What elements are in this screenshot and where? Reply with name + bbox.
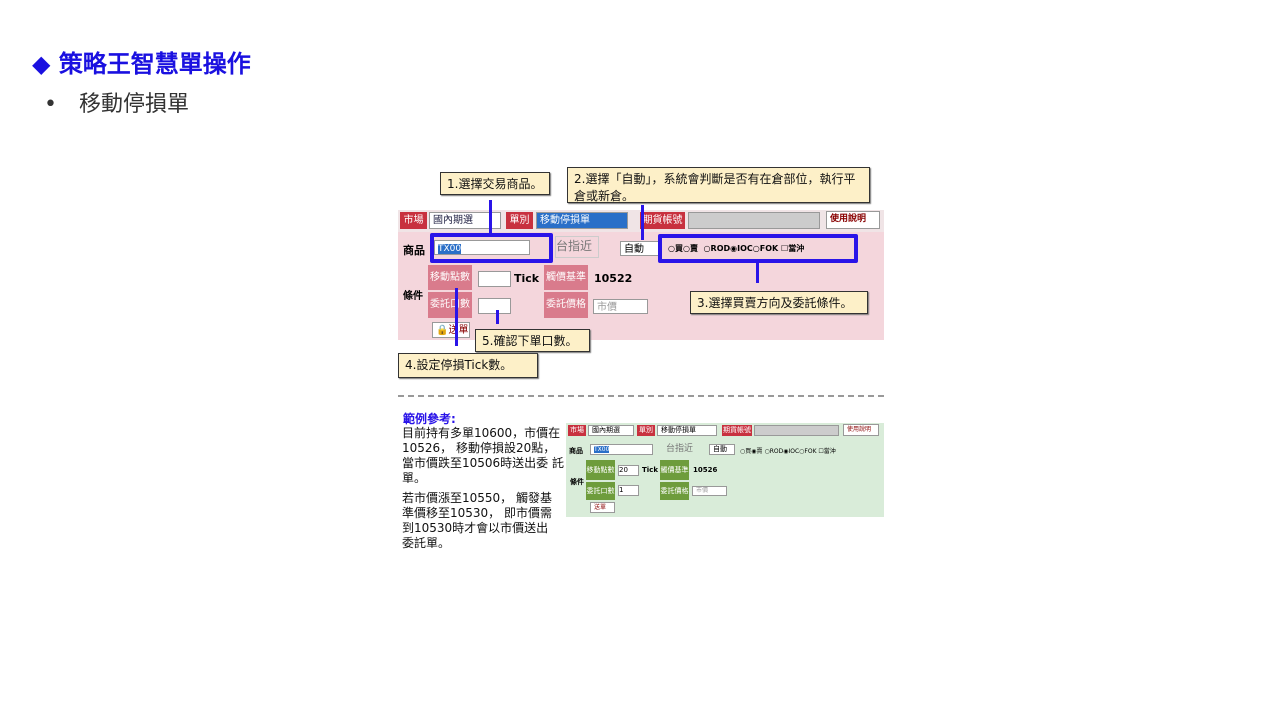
ex-product-input[interactable]: TX00 — [590, 444, 653, 455]
ex-move-points-input[interactable]: 20 — [618, 465, 639, 476]
tick-unit: Tick — [514, 272, 540, 285]
bullet-item: •移動停損單 — [44, 92, 189, 117]
highlight-direction — [658, 234, 858, 263]
ex-tick-unit: Tick — [642, 466, 658, 474]
ex-type-select[interactable]: 移動停損單 — [657, 425, 717, 436]
trigger-value: 10522 — [594, 272, 633, 285]
ex-price-select[interactable]: 市價 — [692, 486, 727, 496]
divider — [398, 395, 884, 397]
price-label: 委託價格 — [544, 292, 588, 318]
ex-qty-label: 委託口數 — [586, 482, 615, 500]
direction-options[interactable]: ○買○賣 ○ROD◉IOC○FOK ☐當沖 — [668, 244, 805, 253]
ex-product-name: 台指近 — [666, 444, 694, 454]
market-label: 市場 — [400, 212, 427, 229]
callout-2: 2.選擇「自動」，系統會判斷是否有在倉部位，執行平倉或新倉。 — [567, 167, 870, 203]
help-button[interactable]: 使用說明 — [826, 211, 880, 229]
arrow-4 — [455, 288, 458, 346]
ex-product-label: 商品 — [569, 447, 583, 455]
ex-type-label: 單別 — [637, 425, 655, 436]
ex-market-select[interactable]: 國內期選 — [588, 425, 634, 436]
arrow-3 — [756, 263, 759, 283]
product-name: 台指近 — [555, 236, 599, 258]
ex-price-label: 委託價格 — [660, 482, 689, 500]
highlight-product — [430, 233, 553, 263]
condition-label: 條件 — [403, 291, 423, 302]
callout-3: 3.選擇買賣方向及委託條件。 — [690, 291, 868, 314]
ex-market-label: 市場 — [568, 425, 586, 436]
slide-title: ◆ 策略王智慧單操作 — [32, 50, 251, 78]
arrow-5 — [496, 310, 499, 324]
price-select[interactable]: 市價 — [593, 299, 648, 314]
qty-label: 委託口數 — [428, 292, 472, 318]
move-points-label: 移動點數 — [428, 265, 472, 290]
example-text-2: 若市價漲至10550， 觸發基準價移至10530， 即市價需到10530時才會以… — [402, 491, 552, 550]
product-input[interactable]: TX00 — [434, 240, 530, 255]
arrow-2 — [641, 205, 644, 240]
product-label: 商品 — [403, 244, 425, 257]
arrow-1 — [489, 200, 492, 233]
callout-5: 5.確認下單口數。 — [475, 329, 590, 352]
ex-trigger-value: 10526 — [693, 466, 718, 474]
trigger-label: 觸價基準 — [544, 265, 588, 290]
product-value: TX00 — [438, 244, 462, 254]
type-label: 單別 — [506, 212, 533, 229]
ex-direction-options[interactable]: ○買◉賣 ○ROD◉IOC○FOK ☐當沖 — [740, 448, 836, 455]
example-heading: 範例參考: — [403, 412, 456, 426]
type-select[interactable]: 移動停損單 — [536, 212, 628, 229]
ex-trigger-label: 觸價基準 — [660, 460, 689, 480]
ex-qty-input[interactable]: 1 — [618, 485, 639, 496]
send-button[interactable]: 🔒送單 — [432, 322, 470, 338]
qty-input[interactable] — [478, 298, 511, 314]
ex-account-label: 期貨帳號 — [722, 425, 752, 436]
market-select[interactable]: 國內期選 — [429, 212, 501, 229]
ex-auto-select[interactable]: 自動 — [709, 444, 735, 455]
bullet-text: 移動停損單 — [78, 92, 189, 117]
example-text-1: 目前持有多單10600，市價在10526， 移動停損設20點，當市價跌至1050… — [402, 426, 564, 485]
callout-1: 1.選擇交易商品。 — [440, 172, 550, 195]
move-points-input[interactable] — [478, 271, 511, 287]
ex-send-button[interactable]: 送單 — [590, 502, 615, 513]
account-label: 期貨帳號 — [640, 212, 685, 229]
ex-condition-label: 條件 — [570, 478, 584, 486]
account-select[interactable] — [688, 212, 820, 229]
ex-help-button[interactable]: 使用說明 — [843, 424, 879, 436]
auto-select[interactable]: 自動 — [620, 241, 660, 256]
callout-4: 4.設定停損Tick數。 — [398, 353, 538, 378]
ex-move-points-label: 移動點數 — [586, 460, 615, 480]
ex-account-select[interactable] — [754, 425, 839, 436]
